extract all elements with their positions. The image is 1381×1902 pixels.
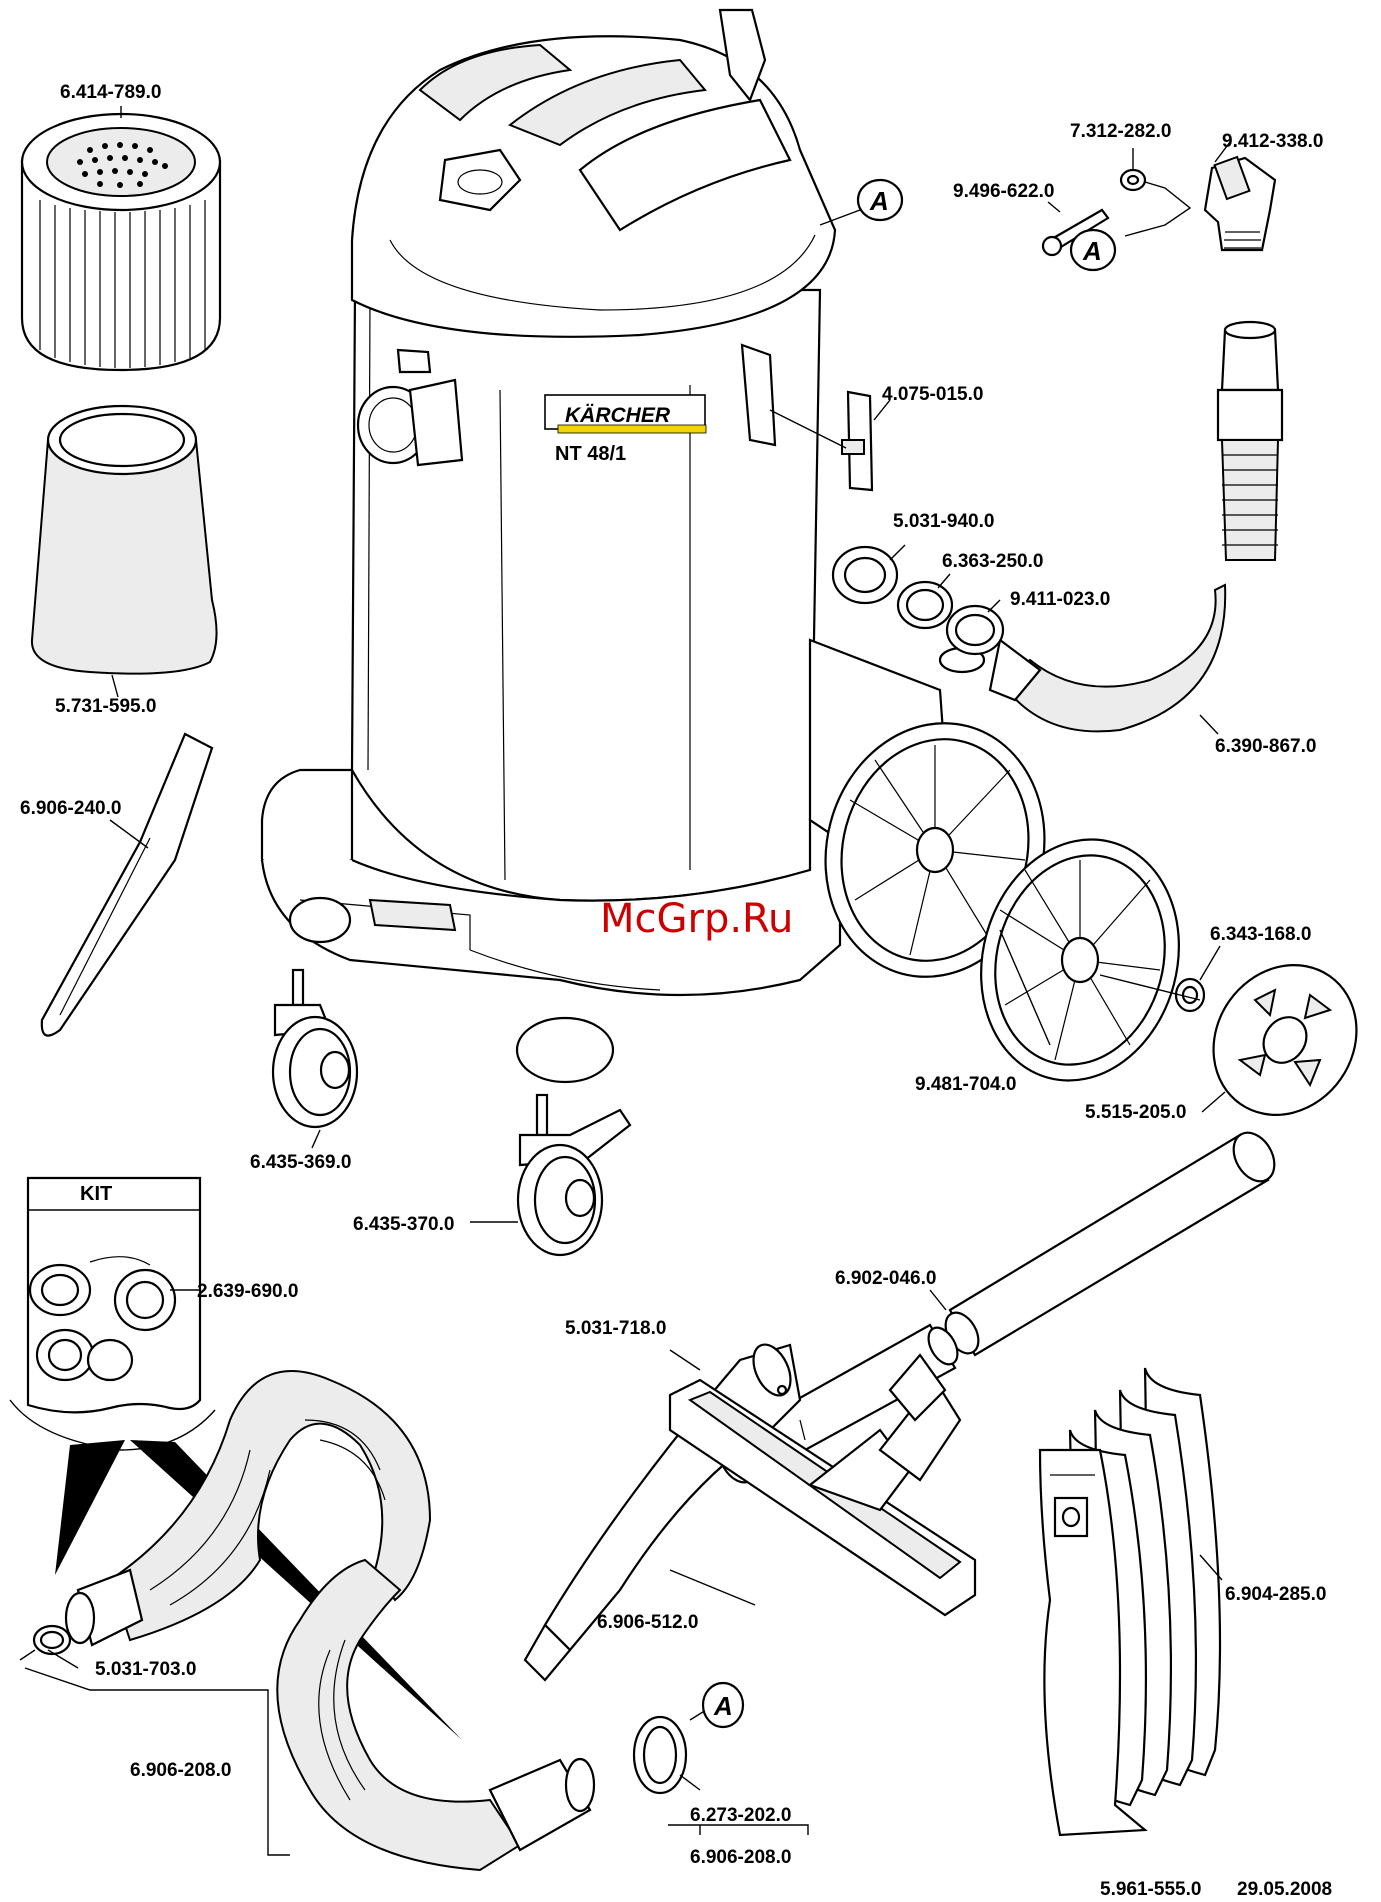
label-footer-number: 5.961-555.0 (1100, 1879, 1201, 1900)
wheel-rear (824, 722, 1046, 978)
castor-wheel-left (271, 968, 359, 1149)
label-hose-sleeve: 9.411-023.0 (1010, 589, 1110, 610)
label-adapter-ring: 6.273-202.0 (690, 1805, 791, 1826)
filter-bag (30, 404, 218, 698)
elbow-connector (1203, 155, 1277, 252)
washer (1119, 168, 1147, 192)
hose-sleeve (945, 604, 1005, 656)
label-extension-tube: 6.902-046.0 (835, 1268, 936, 1289)
model-name: NT 48/1 (555, 443, 626, 465)
paper-filter-bags (1038, 1367, 1222, 1837)
label-elbow: 9.412-338.0 (1222, 131, 1323, 152)
label-washer: 7.312-282.0 (1070, 121, 1171, 142)
label-date: 29.05.2008 (1237, 1879, 1332, 1900)
label-cartridge-filter: 6.414-789.0 (60, 82, 161, 103)
label-castor-brake: 6.435-370.0 (353, 1214, 454, 1235)
label-nut: 5.031-940.0 (893, 511, 994, 532)
label-screw: 9.496-622.0 (953, 181, 1054, 202)
ref-mark-a-3: A (701, 1681, 745, 1729)
floor-nozzle (668, 1353, 977, 1617)
svg-text:A: A (713, 1691, 733, 1721)
label-latch-clip: 4.075-015.0 (882, 384, 983, 405)
label-filter-bag: 5.731-595.0 (55, 696, 156, 717)
label-castor: 6.435-369.0 (250, 1152, 351, 1173)
ref-mark-a-1: A (856, 178, 904, 222)
suction-hose-kit (32, 1370, 688, 1872)
screw (1041, 208, 1110, 257)
label-hose-clamp: 5.031-703.0 (95, 1659, 196, 1680)
label-hub-cap: 5.515-205.0 (1085, 1102, 1186, 1123)
svg-text:A: A (869, 186, 889, 216)
label-seal-ring: 6.363-250.0 (942, 551, 1043, 572)
label-hose-kit: 6.906-208.0 (130, 1760, 231, 1781)
watermark: McGrp.Ru (600, 896, 793, 942)
nut (831, 545, 899, 605)
seal-ring (896, 580, 954, 630)
wheel-front (980, 838, 1180, 1082)
ref-mark-a-2: A (1069, 228, 1117, 272)
label-crevice-nozzle: 6.906-240.0 (20, 798, 121, 819)
label-wheel-clip: 6.343-168.0 (1210, 924, 1311, 945)
label-bend: 5.031-718.0 (565, 1318, 666, 1339)
kit-label: KIT (80, 1183, 112, 1205)
castor-wheel-brake (470, 1093, 632, 1257)
brand-logo: KÄRCHER (565, 404, 671, 427)
label-hose-kit-2: 6.906-208.0 (690, 1847, 791, 1868)
label-filter-bags: 6.904-285.0 (1225, 1584, 1326, 1605)
castor-under-base (288, 896, 615, 1084)
wheel-clip (1174, 977, 1206, 1013)
crevice-nozzle (40, 732, 214, 1037)
svg-text:A: A (1082, 236, 1102, 266)
label-wheel: 9.481-704.0 (915, 1074, 1016, 1095)
vacuum-body: KÄRCHER NT 48/1 (260, 8, 947, 997)
label-floor-nozzle: 6.906-512.0 (597, 1612, 698, 1633)
latch-clip (841, 390, 874, 492)
suction-hose-right (938, 320, 1284, 735)
cartridge-filter (20, 106, 222, 372)
hub-cap (1212, 964, 1358, 1116)
kit-box: KIT (26, 1176, 202, 1414)
label-suction-hose: 6.390-867.0 (1215, 736, 1316, 757)
label-kit: 2.639-690.0 (197, 1281, 298, 1302)
